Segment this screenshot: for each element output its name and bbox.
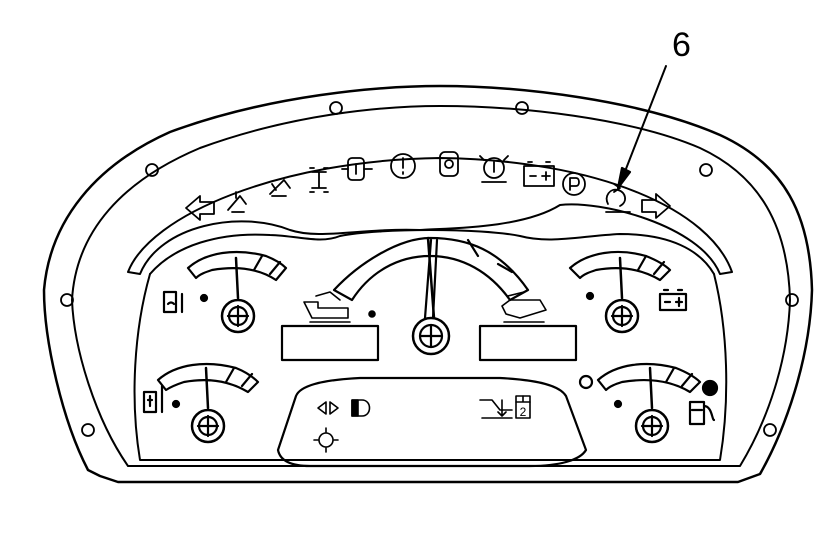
travel-mode-high-icon: [501, 291, 547, 323]
gauge-face-border: [133, 273, 728, 461]
steering-mode-icon: [605, 183, 631, 213]
mounting-holes: [60, 101, 799, 437]
engine-speed-gauge: [332, 236, 530, 356]
left-lcd-display: [280, 324, 380, 362]
headlight-icon: [351, 399, 371, 417]
fuel-level-gauge: [578, 362, 719, 444]
fuel-level-icon: [688, 400, 716, 426]
gauge-face-outline: [149, 229, 715, 275]
lower-panel-icons: [313, 395, 531, 453]
indicator-band: [127, 157, 733, 275]
machine-tilt-icon: [227, 191, 247, 213]
right-turn-arrow-icon: [641, 193, 671, 219]
battery-voltage-icon: [658, 288, 688, 312]
brake-pressure-icon: [479, 155, 509, 183]
left-turn-arrow-icon: [185, 195, 215, 221]
housing-inner-outline: [71, 105, 791, 467]
battery-voltage-gauge: [568, 250, 688, 334]
hydraulic-oil-temperature-gauge: [142, 362, 260, 444]
coolant-temperature-gauge: [162, 250, 288, 334]
gear-indicator-value: 2: [520, 405, 527, 419]
housing-outline: [42, 84, 814, 484]
callout-leader-line: [623, 65, 667, 175]
lower-display-panel: [276, 376, 588, 468]
coolant-temperature-icon: [162, 290, 184, 314]
machine-tilt-2-icon: [269, 179, 291, 197]
travel-mode-low-icon: [303, 291, 351, 323]
right-lcd-display: [478, 324, 578, 362]
battery-icon: [523, 161, 555, 187]
glow-plug-icon: [439, 151, 459, 177]
indicator-icons: [185, 151, 671, 221]
engine-fault-icon: [313, 427, 339, 453]
transmission-direction-icon: [317, 401, 339, 415]
hydraulic-oil-temperature-icon: [142, 384, 164, 414]
downshift-icon: [479, 399, 513, 419]
parking-brake-icon: [562, 172, 586, 196]
gear-indicator-icon: [515, 395, 531, 419]
callout-label: 6: [672, 26, 691, 64]
warning-icon: [390, 153, 416, 179]
fuel-injector-icon: [341, 157, 373, 181]
machine-icons: [303, 291, 547, 323]
axle-icon: [309, 167, 329, 193]
callout-arrowhead: [616, 166, 632, 190]
